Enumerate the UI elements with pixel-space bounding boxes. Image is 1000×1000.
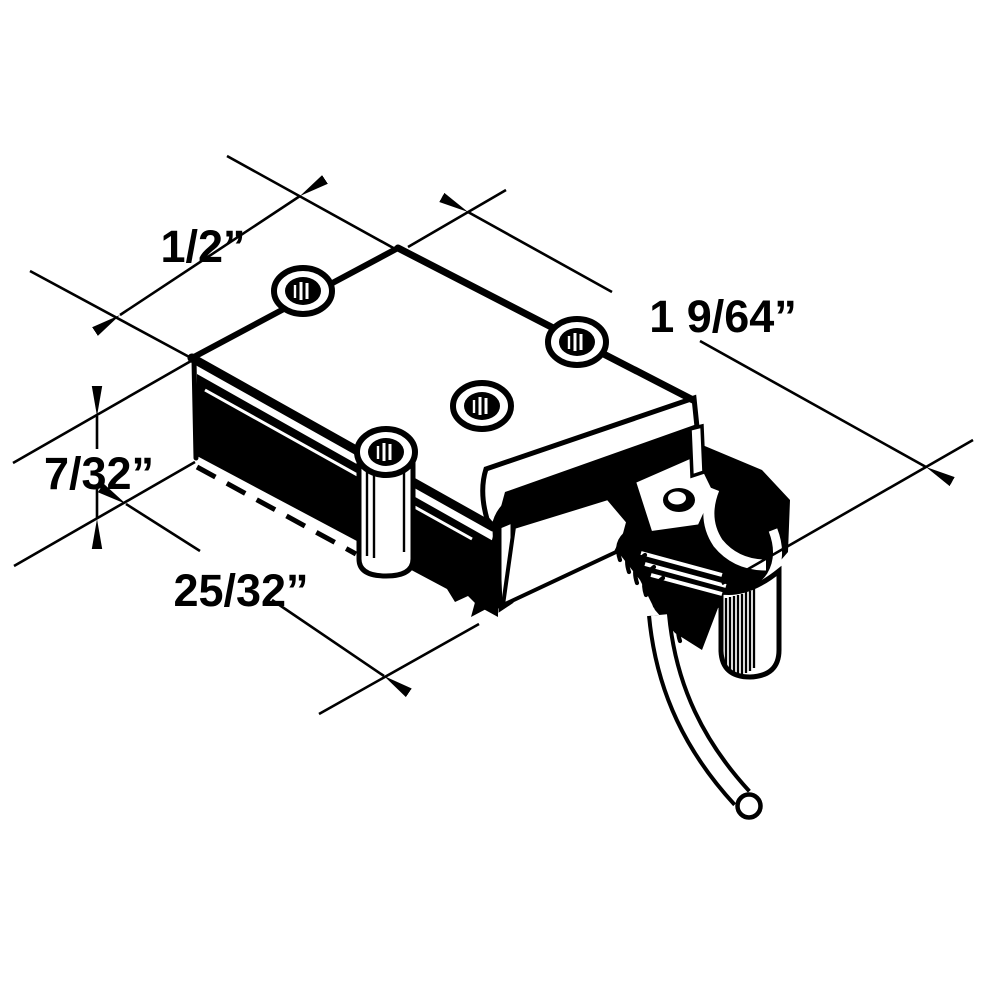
extension-line-box-front — [318, 622, 480, 716]
corner-edge-west — [191, 357, 199, 461]
coupler — [616, 423, 790, 820]
trip-pin-tip — [735, 792, 763, 820]
box-side-face — [197, 374, 498, 617]
extension-line-rear — [407, 188, 507, 249]
post-cylinder-lines — [365, 463, 406, 558]
dimension-arrow-box-length-right — [271, 598, 412, 698]
mounting-post-4 — [354, 426, 418, 478]
dim-label-height: 7/32” — [44, 448, 154, 499]
knuckle-gap-curve — [703, 486, 767, 571]
dimension-arrow-overall-left — [439, 192, 613, 294]
dimension-arrow-box-length-left — [97, 483, 201, 553]
pivot-hole — [668, 491, 686, 505]
dimension-arrow-overall-right — [699, 339, 955, 487]
dim-label-overall-length: 1 9/64” — [649, 291, 797, 342]
mounting-post-2 — [545, 316, 609, 368]
dimension-annotations: 1/2” 1 9/64” 7/32” 25/32” — [12, 154, 974, 716]
mounting-post-3 — [450, 380, 514, 432]
coupler-post-sliver — [688, 423, 706, 479]
knuckle-spring — [616, 529, 691, 644]
post-cylinder — [356, 453, 416, 579]
extension-line-top-corner — [226, 154, 398, 252]
top-edge-right — [394, 244, 697, 404]
extension-line-left-lower — [13, 460, 196, 568]
mounting-posts — [271, 265, 609, 579]
dim-label-box-length: 25/32” — [173, 565, 308, 616]
hidden-bottom-edge — [195, 464, 358, 557]
extension-line-coupler-face — [721, 438, 974, 586]
top-edge-front — [187, 353, 498, 532]
dim-label-top-width: 1/2” — [160, 221, 245, 272]
mounting-post-1 — [271, 265, 335, 317]
trip-pin — [651, 614, 748, 804]
corner-edge-front — [492, 525, 503, 609]
barrel-stripes — [724, 589, 756, 674]
dimension-arrow-top-width — [92, 175, 328, 336]
side-face-highlight — [204, 388, 473, 541]
